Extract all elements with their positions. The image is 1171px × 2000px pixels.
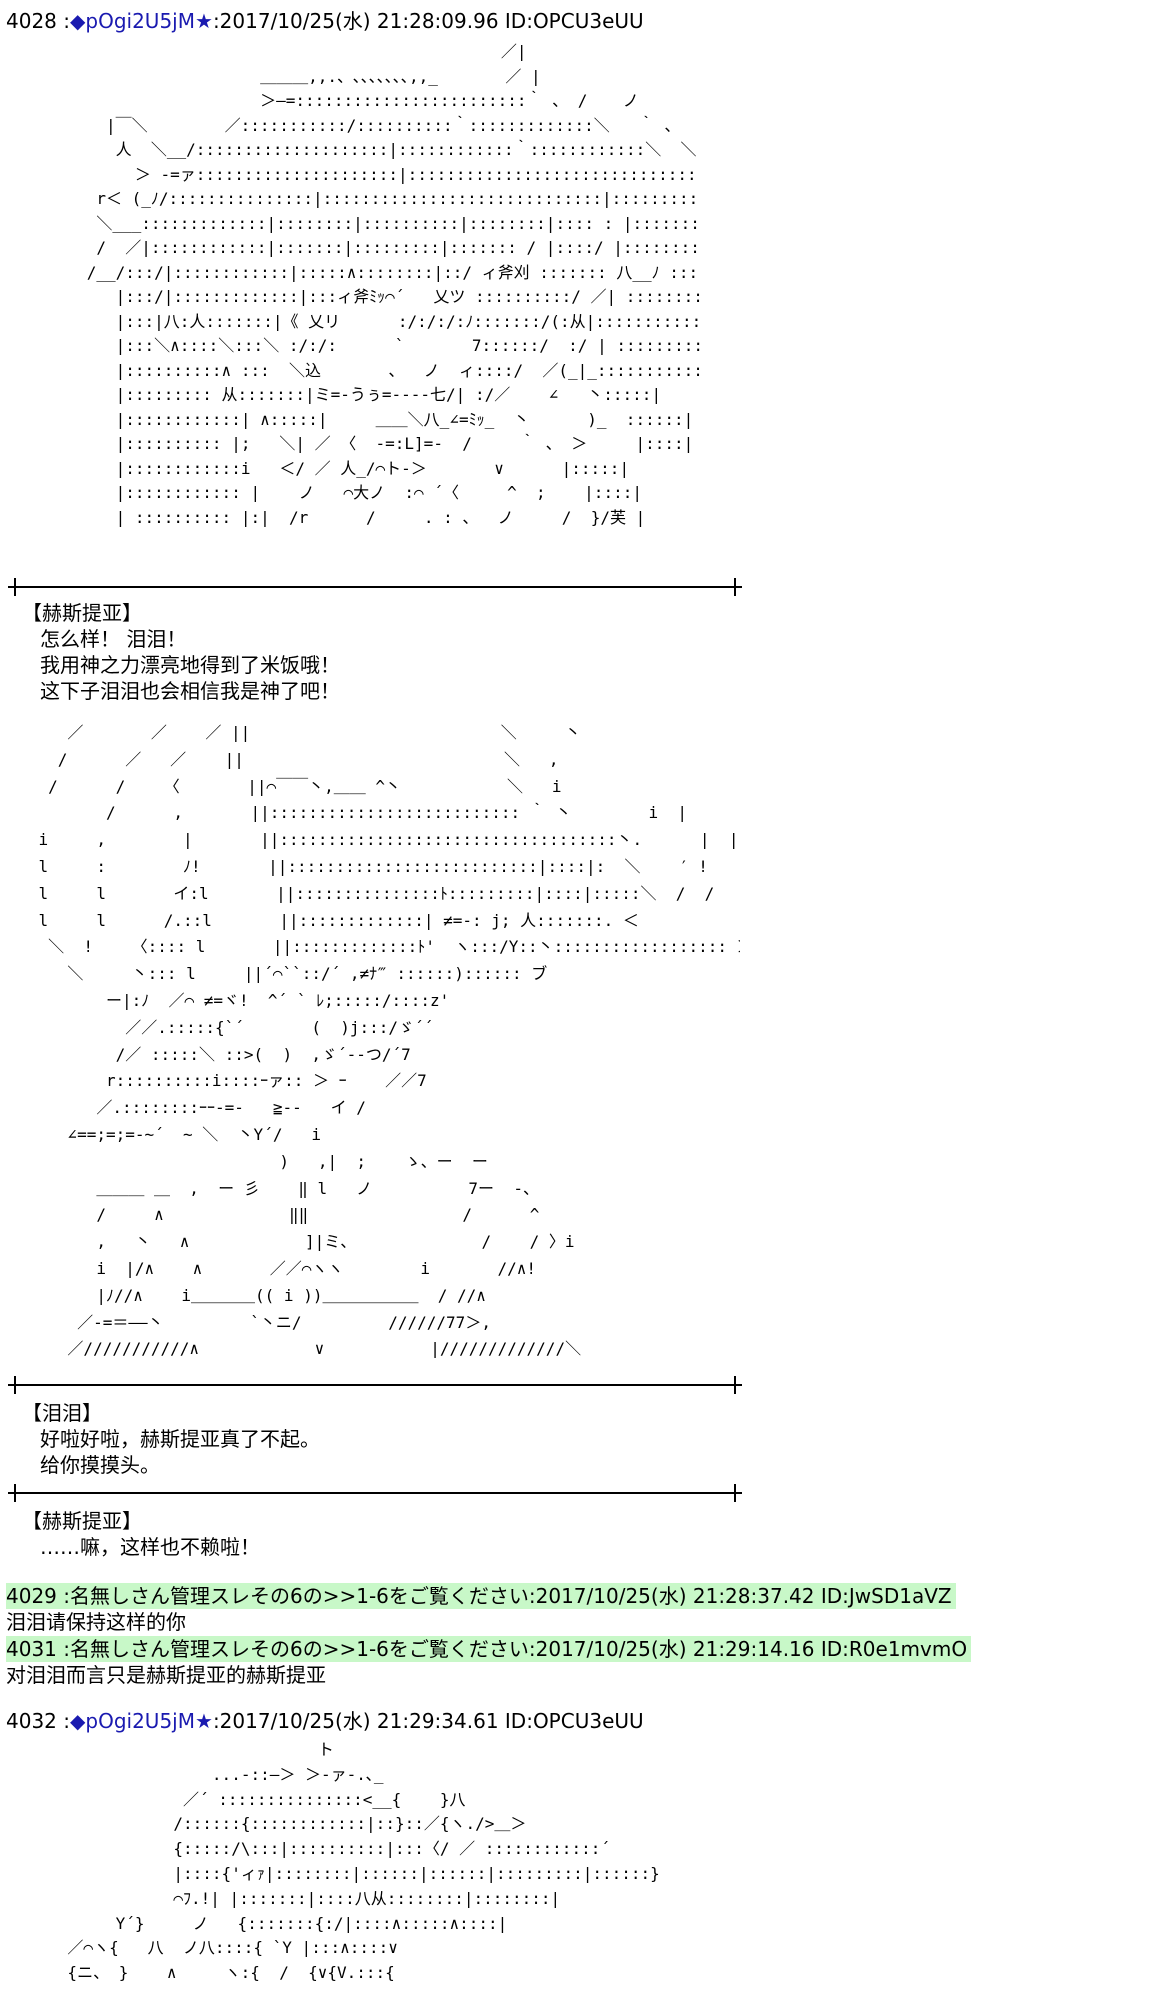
- speaker-name: 【赫斯提亚】: [22, 1509, 142, 1533]
- divider: [8, 1484, 742, 1502]
- reply-header-4029[interactable]: 4029 :名無しさん管理スレその6の>>1-6をご覧ください:2017/10/…: [6, 1583, 956, 1609]
- ascii-art-hestia-1: ／| ＿＿＿,,.、､､､､､､､,,_ ／ | ＞―=::::::::::::…: [86, 42, 700, 527]
- ascii-art-hestia-3: ト ...-::―＞ ＞‐ァ‐.､_ ／´ :::::::::::::::<__…: [67, 1740, 660, 1983]
- divider-cross-left: [14, 578, 16, 596]
- post-sep: :: [56, 1709, 71, 1733]
- post-number[interactable]: 4028: [6, 9, 57, 33]
- divider-cross-left: [14, 1376, 16, 1394]
- reply-body-4029: 泪泪请保持这样的你: [6, 1610, 186, 1634]
- reply-header-4031[interactable]: 4031 :名無しさん管理スレその6の>>1-6をご覧ください:2017/10/…: [6, 1636, 972, 1662]
- post-sep: :: [56, 9, 71, 33]
- dialog-leilei: 【泪泪】 好啦好啦，赫斯提亚真了不起。 给你摸摸头。: [22, 1400, 320, 1478]
- post-id[interactable]: ID:OPCU3eUU: [498, 1709, 644, 1733]
- post-header-4028: 4028 :◆pOgi2U5jM★:2017/10/25(水) 21:28:09…: [6, 8, 644, 34]
- divider-bar: [8, 1492, 742, 1494]
- speaker-name: 【赫斯提亚】: [22, 601, 142, 625]
- dialog-line: 我用神之力漂亮地得到了米饭哦！: [40, 653, 340, 677]
- star-icon: ★: [195, 1709, 213, 1733]
- reply-body-4031: 对泪泪而言只是赫斯提亚的赫斯提亚: [6, 1663, 326, 1687]
- dialog-line: ……嘛，这样也不赖啦！: [40, 1535, 260, 1559]
- post-id[interactable]: ID:OPCU3eUU: [498, 9, 644, 33]
- dialog-hestia-2: 【赫斯提亚】 ……嘛，这样也不赖啦！: [22, 1508, 260, 1560]
- divider: [8, 578, 742, 596]
- ascii-art-hestia-2: ／ ／ ／ || ＼ 丶 / ／ ／ || ＼ , / / 〈 ||⌒￣￣丶,＿…: [38, 723, 740, 1359]
- speaker-name: 【泪泪】: [22, 1401, 102, 1425]
- divider: [8, 1376, 742, 1394]
- divider-bar: [8, 586, 742, 588]
- post-datetime: :2017/10/25(水) 21:29:34.61: [212, 1709, 499, 1733]
- dialog-line: 这下子泪泪也会相信我是神了吧！: [40, 679, 340, 703]
- divider-bar: [8, 1384, 742, 1386]
- post-trip: ◆pOgi2U5jM: [70, 9, 195, 33]
- post-datetime: :2017/10/25(水) 21:28:09.96: [212, 9, 499, 33]
- post-header-4032: 4032 :◆pOgi2U5jM★:2017/10/25(水) 21:29:34…: [6, 1708, 644, 1734]
- post-trip: ◆pOgi2U5jM: [70, 1709, 195, 1733]
- dialog-hestia-1: 【赫斯提亚】 怎么样！ 泪泪！ 我用神之力漂亮地得到了米饭哦！ 这下子泪泪也会相…: [22, 600, 340, 704]
- dialog-line: 好啦好啦，赫斯提亚真了不起。: [40, 1427, 320, 1451]
- divider-cross-right: [734, 1484, 736, 1502]
- divider-cross-right: [734, 1376, 736, 1394]
- divider-cross-left: [14, 1484, 16, 1502]
- dialog-line: 怎么样！ 泪泪！: [40, 627, 187, 651]
- star-icon: ★: [195, 9, 213, 33]
- post-number[interactable]: 4032: [6, 1709, 57, 1733]
- divider-cross-right: [734, 578, 736, 596]
- dialog-line: 给你摸摸头。: [40, 1453, 160, 1477]
